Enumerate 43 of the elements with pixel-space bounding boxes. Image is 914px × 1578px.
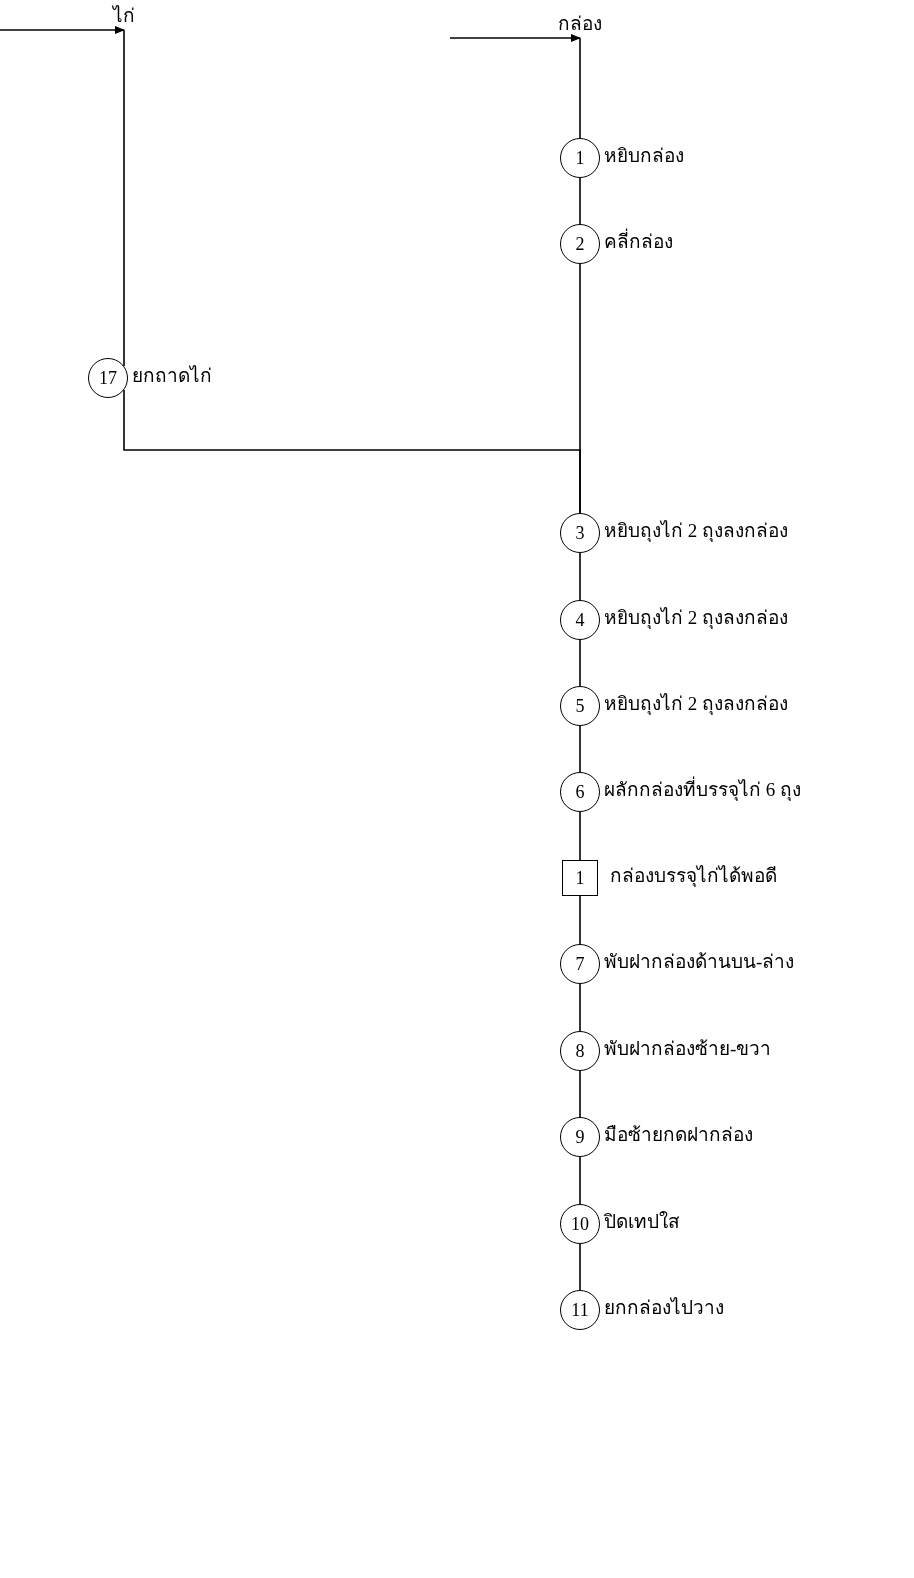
operation-circle: 1 xyxy=(560,138,600,178)
step-label: หยิบถุงไก่ 2 ถุงลงกล่อง xyxy=(604,519,788,543)
step-label: ยกกล่องไปวาง xyxy=(604,1296,724,1320)
step-label: พับฝากล่องซ้าย-ขวา xyxy=(604,1037,772,1061)
operation-circle: 4 xyxy=(560,600,600,640)
operation-circle: 8 xyxy=(560,1031,600,1071)
operation-circle: 9 xyxy=(560,1117,600,1157)
step-label: คลี่กล่อง xyxy=(604,230,673,254)
step-label: หยิบถุงไก่ 2 ถุงลงกล่อง xyxy=(604,606,788,630)
operation-circle: 6 xyxy=(560,772,600,812)
step-label: ปิดเทปใส xyxy=(604,1210,680,1234)
input-label: ไก่ xyxy=(113,4,135,28)
connector-line xyxy=(579,725,581,773)
connector-line xyxy=(579,1243,581,1291)
step-label: กล่องบรรจุไก่ได้พอดี xyxy=(610,864,777,888)
connector-line xyxy=(579,1070,581,1118)
operation-circle: 3 xyxy=(560,513,600,553)
operation-circle: 11 xyxy=(560,1290,600,1330)
connector-line xyxy=(579,177,581,225)
operation-circle: 2 xyxy=(560,224,600,264)
step-label: พับฝากล่องด้านบน-ล่าง xyxy=(604,950,795,974)
input-label: กล่อง xyxy=(558,12,602,36)
inspection-square: 1 xyxy=(562,860,598,896)
step-label: มือซ้ายกดฝากล่อง xyxy=(604,1123,753,1147)
connector-line xyxy=(579,895,581,945)
connector-line xyxy=(579,37,581,139)
step-label: ผลักกล่องที่บรรจุไก่ 6 ถุง xyxy=(604,778,801,802)
operation-circle: 10 xyxy=(560,1204,600,1244)
connector-line xyxy=(579,811,581,861)
connector-line xyxy=(579,983,581,1032)
operation-circle: 5 xyxy=(560,686,600,726)
step-label: ยกถาดไก่ xyxy=(132,364,212,388)
connector-line xyxy=(123,389,581,514)
connector-line xyxy=(579,1156,581,1205)
arrow xyxy=(449,34,581,42)
arrow xyxy=(0,26,125,34)
operation-circle: 17 xyxy=(88,358,128,398)
operation-circle: 7 xyxy=(560,944,600,984)
connector-line xyxy=(123,29,125,367)
step-label: หยิบกล่อง xyxy=(604,144,684,168)
step-label: หยิบถุงไก่ 2 ถุงลงกล่อง xyxy=(604,692,788,716)
connector-line xyxy=(579,639,581,687)
connector-line xyxy=(579,552,581,601)
